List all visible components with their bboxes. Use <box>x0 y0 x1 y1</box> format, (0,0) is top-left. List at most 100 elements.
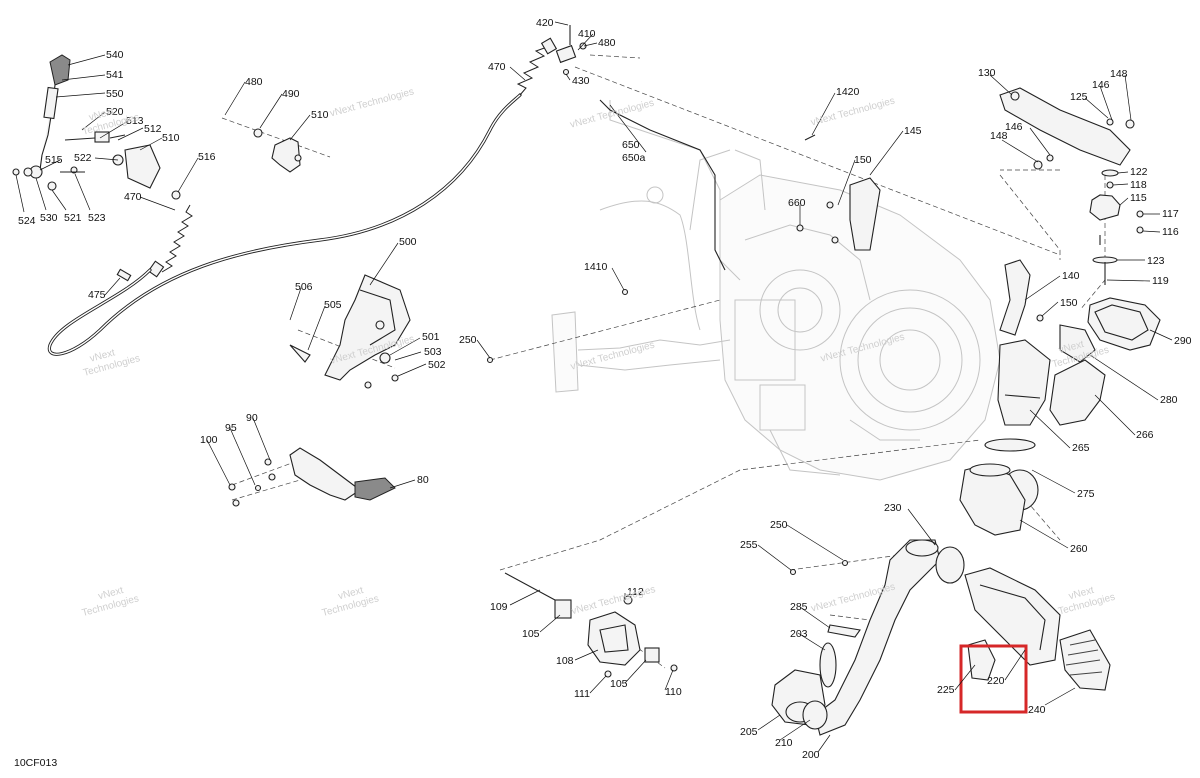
callout: 148 <box>990 130 1008 142</box>
callout: 230 <box>884 502 902 514</box>
callout: 125 <box>1070 91 1088 103</box>
filter-240 <box>1059 629 1111 691</box>
callout: 109 <box>490 601 508 613</box>
callout: 490 <box>282 88 300 100</box>
pedal-bracket <box>289 274 411 389</box>
mount-bracket-140 <box>999 259 1044 336</box>
callout: 480 <box>245 76 263 88</box>
callout: 116 <box>1162 226 1179 238</box>
callout: 225 <box>937 684 955 696</box>
callout: 516 <box>198 151 216 163</box>
callout: 150 <box>1060 297 1078 309</box>
watermark-single: vNext Technologies <box>810 96 896 129</box>
engine-ghost <box>551 100 1001 481</box>
callout: 110 <box>665 686 682 698</box>
callout: 290 <box>1174 335 1192 347</box>
callout: 524 <box>18 215 36 227</box>
callout: 470 <box>488 61 506 73</box>
callout: 210 <box>775 737 793 749</box>
callout: 250 <box>770 519 788 531</box>
bolt-250-left <box>486 356 494 364</box>
callout: 80 <box>417 474 429 486</box>
callout: 523 <box>88 212 106 224</box>
callout: 541 <box>106 69 124 81</box>
callout: 140 <box>1062 270 1080 282</box>
engine-bracket <box>796 134 881 251</box>
callout: 119 <box>1152 275 1169 287</box>
clamp-230 <box>935 546 965 584</box>
callout: 105 <box>610 678 628 690</box>
callout: 500 <box>399 236 417 248</box>
callout-labels: 540 541 550 520 513 512 510 515 522 524 … <box>18 17 1192 761</box>
callout: 550 <box>106 88 124 100</box>
callout: 650 <box>622 139 640 151</box>
callout: 506 <box>295 281 313 293</box>
callout: 112 <box>627 586 644 598</box>
callout: 502 <box>428 359 446 371</box>
callout: 220 <box>987 675 1005 687</box>
gasket-225 <box>967 639 996 681</box>
callout: 255 <box>740 539 758 551</box>
throttle-body-assembly <box>504 572 678 678</box>
callout: 280 <box>1160 394 1178 406</box>
callout: 285 <box>790 601 808 613</box>
callout: 513 <box>126 115 144 127</box>
intake-tube-200 <box>814 539 941 736</box>
callout: 520 <box>106 106 124 118</box>
callout: 475 <box>88 289 106 301</box>
watermark-single: vNext Technologies <box>329 86 415 119</box>
callout: 275 <box>1077 488 1095 500</box>
callout: 111 <box>574 688 590 700</box>
duct-265 <box>997 339 1051 426</box>
callout: 410 <box>578 28 596 40</box>
callout: 115 <box>1130 192 1147 204</box>
callout: 100 <box>200 434 218 446</box>
callout: 108 <box>556 655 574 667</box>
duct-280 <box>1059 324 1096 363</box>
callout: 505 <box>324 299 342 311</box>
callout: 530 <box>40 212 58 224</box>
callout: 90 <box>246 412 258 424</box>
callout: 105 <box>522 628 540 640</box>
callout: 1410 <box>584 261 608 273</box>
diagram-code: 10CF013 <box>14 757 58 769</box>
callout: 95 <box>225 422 237 434</box>
callout: 148 <box>1110 68 1128 80</box>
callout: 260 <box>1070 543 1088 555</box>
callout: 660 <box>788 197 806 209</box>
callout: 118 <box>1130 179 1147 191</box>
callout: 205 <box>740 726 758 738</box>
bolt-1410 <box>621 288 629 296</box>
callout: 150 <box>854 154 872 166</box>
callout: 123 <box>1147 255 1165 267</box>
callout: 250 <box>459 334 477 346</box>
callout: 130 <box>978 67 996 79</box>
clip-285 <box>827 624 861 638</box>
clamp-203 <box>819 642 837 688</box>
callout: 146 <box>1092 79 1110 91</box>
heat-shield-266 <box>1049 359 1106 426</box>
callout: 510 <box>311 109 329 121</box>
callout: 503 <box>424 346 442 358</box>
callout: 146 <box>1005 121 1023 133</box>
accelerator-pedal <box>228 447 396 507</box>
callout: 501 <box>422 331 440 343</box>
callout: 240 <box>1028 704 1046 716</box>
cable-anchor <box>555 25 587 76</box>
callout: 266 <box>1136 429 1154 441</box>
callout: 521 <box>64 212 82 224</box>
callout: 420 <box>536 17 554 29</box>
callout: 540 <box>106 49 124 61</box>
callout: 522 <box>74 152 92 164</box>
callout: 430 <box>572 75 590 87</box>
callout: 200 <box>802 749 820 761</box>
leader-lines <box>15 21 1173 753</box>
callout: 480 <box>598 37 616 49</box>
callout: 515 <box>45 154 63 166</box>
callout: 122 <box>1130 166 1148 178</box>
callout: 145 <box>904 125 922 137</box>
intake-boot-290 <box>1087 297 1161 351</box>
callout: 1420 <box>836 86 860 98</box>
